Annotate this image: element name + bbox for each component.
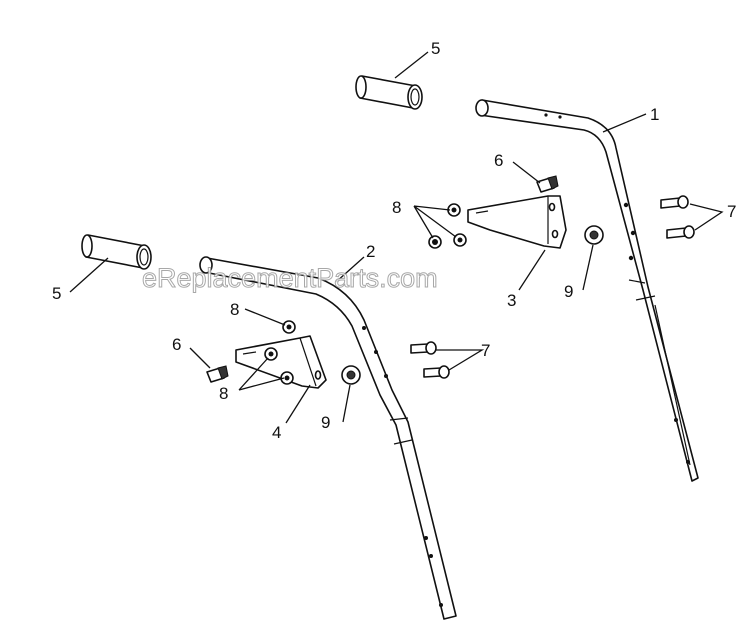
bolt-6-right (536, 175, 559, 193)
callout-9-right: 9 (564, 282, 573, 301)
callout-8-left-bottom: 8 (219, 384, 228, 403)
callout-8-right: 8 (392, 198, 401, 217)
bracket-left (235, 335, 327, 389)
handle-upper-left (199, 256, 457, 620)
grip-top (355, 75, 423, 110)
grip-left (81, 234, 152, 270)
callout-7-left: 7 (481, 341, 490, 360)
callout-3: 3 (507, 291, 516, 310)
callout-9-left: 9 (321, 413, 330, 432)
bolts-7-left (410, 341, 450, 379)
bracket-right (467, 195, 567, 249)
bolt-6-left (206, 365, 229, 383)
callout-7-right: 7 (727, 202, 736, 221)
watermark: eReplacementParts.com (142, 263, 438, 293)
knob-9-right (584, 225, 604, 245)
callout-6-left: 6 (172, 335, 181, 354)
nuts-8-left (264, 320, 296, 385)
leader-lines (69, 51, 724, 424)
callout-4: 4 (272, 423, 281, 442)
bolts-7-right (660, 195, 695, 239)
callout-8-left-top: 8 (230, 300, 239, 319)
callout-1: 1 (650, 105, 659, 124)
callout-2: 2 (366, 242, 375, 261)
callout-5-top: 5 (431, 39, 440, 58)
callout-6-right: 6 (494, 151, 503, 170)
nuts-8-right (428, 203, 467, 249)
callout-5-left: 5 (52, 284, 61, 303)
knob-9-left (341, 365, 361, 385)
